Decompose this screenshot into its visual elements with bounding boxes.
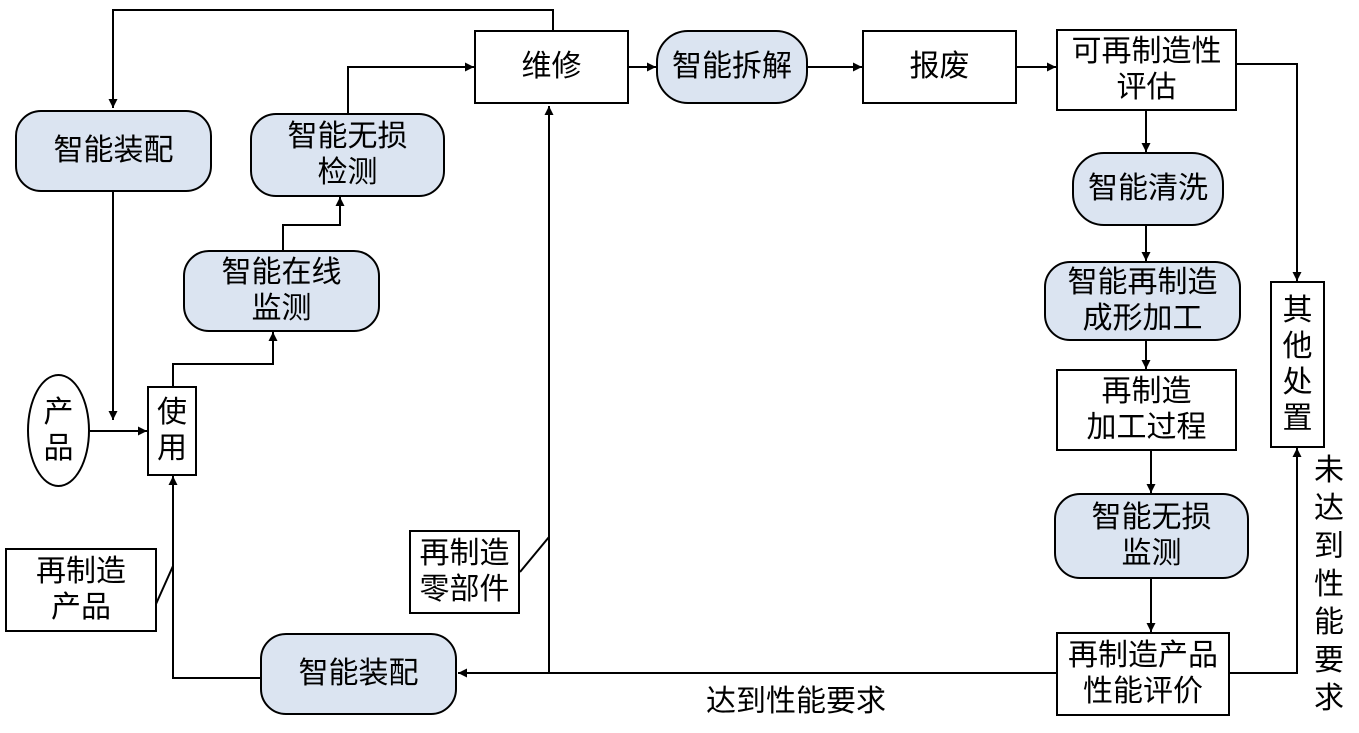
reman-eval-line1: 可再制造性 bbox=[1071, 34, 1222, 69]
meets-requirement-label: 达到性能要求 bbox=[706, 684, 886, 719]
smart-online-line1: 智能在线 bbox=[221, 255, 342, 290]
not-meet-char: 达 bbox=[1314, 491, 1344, 526]
reman-process-node: 再制造 加工过程 bbox=[1056, 369, 1237, 451]
reman-parts-box: 再制造 零部件 bbox=[409, 530, 520, 614]
scrap-label: 报废 bbox=[909, 49, 970, 84]
other-char3: 处 bbox=[1282, 364, 1313, 400]
perf-eval-line1: 再制造产品 bbox=[1068, 638, 1218, 673]
smart-disassembly-label: 智能拆解 bbox=[672, 49, 792, 84]
other-char4: 置 bbox=[1282, 400, 1313, 436]
repair-node: 维修 bbox=[474, 30, 629, 104]
smart-forming-line1: 智能再制造 bbox=[1067, 265, 1218, 300]
product-char1: 产 bbox=[43, 394, 74, 430]
not-meet-char: 求 bbox=[1314, 681, 1344, 716]
reman-process-line2: 加工过程 bbox=[1086, 410, 1207, 445]
smart-monitor-line2: 监测 bbox=[1121, 536, 1182, 571]
reman-parts-line2: 零部件 bbox=[419, 572, 510, 607]
reman-process-line1: 再制造 bbox=[1101, 374, 1192, 409]
smart-assembly-top-label: 智能装配 bbox=[53, 133, 174, 168]
smart-assembly-bottom-label: 智能装配 bbox=[298, 656, 419, 691]
edge-ndt-to-repair bbox=[347, 62, 474, 113]
performance-eval-node: 再制造产品 性能评价 bbox=[1056, 632, 1230, 716]
not-meet-char: 要 bbox=[1314, 643, 1344, 678]
smart-ndt-line2: 检测 bbox=[317, 155, 378, 190]
edge-eval-to-other bbox=[1237, 63, 1302, 281]
other-char2: 他 bbox=[1282, 328, 1313, 364]
smart-assembly-top-node: 智能装配 bbox=[15, 110, 212, 192]
smart-disassembly-node: 智能拆解 bbox=[656, 30, 808, 104]
edge-online-to-ndt bbox=[282, 197, 345, 250]
smart-cleaning-label: 智能清洗 bbox=[1088, 171, 1208, 206]
not-meet-char: 未 bbox=[1314, 453, 1344, 488]
smart-cleaning-node: 智能清洗 bbox=[1072, 152, 1224, 226]
perf-eval-line2: 性能评价 bbox=[1083, 674, 1203, 709]
smart-assembly-bottom-node: 智能装配 bbox=[260, 633, 457, 715]
edge-perfeval-to-other bbox=[1230, 448, 1302, 674]
other-disposal-node: 其 他 处 置 bbox=[1270, 281, 1325, 448]
smart-monitor-node: 智能无损 监测 bbox=[1054, 493, 1249, 579]
product-node: 产 品 bbox=[27, 374, 90, 487]
use-node: 使 用 bbox=[147, 386, 197, 476]
other-char1: 其 bbox=[1282, 292, 1313, 328]
smart-ndt-line1: 智能无损 bbox=[287, 119, 408, 154]
smart-forming-line2: 成形加工 bbox=[1082, 301, 1203, 336]
not-meet-char: 到 bbox=[1314, 529, 1344, 564]
reman-product-box: 再制造 产品 bbox=[5, 548, 157, 632]
reman-parts-line1: 再制造 bbox=[419, 536, 510, 571]
product-char2: 品 bbox=[43, 430, 74, 466]
annotation-tick-parts bbox=[519, 536, 550, 573]
use-char1: 使 bbox=[157, 395, 187, 430]
not-meet-char: 能 bbox=[1314, 605, 1344, 640]
use-char2: 用 bbox=[157, 431, 187, 466]
edge-use-to-online bbox=[172, 332, 278, 386]
smart-online-line2: 监测 bbox=[251, 291, 312, 326]
reman-eval-line2: 评估 bbox=[1116, 70, 1177, 105]
scrap-node: 报废 bbox=[862, 30, 1017, 104]
smart-forming-node: 智能再制造 成形加工 bbox=[1044, 261, 1241, 341]
edge-repair-to-assembly-top bbox=[108, 9, 554, 108]
smart-ndt-node: 智能无损 检测 bbox=[250, 113, 445, 197]
smart-monitor-line1: 智能无损 bbox=[1091, 500, 1212, 535]
not-meet-char: 性 bbox=[1314, 567, 1344, 602]
reman-product-line2: 产品 bbox=[51, 590, 111, 625]
smart-online-monitoring-node: 智能在线 监测 bbox=[183, 250, 380, 332]
not-meet-requirement-label: 未 达 到 性 能 要 求 bbox=[1309, 452, 1349, 718]
annotation-tick-product bbox=[155, 565, 174, 605]
reman-product-line1: 再制造 bbox=[36, 554, 126, 589]
edge-assembly-bottom-to-use bbox=[168, 476, 260, 679]
repair-label: 维修 bbox=[521, 49, 582, 84]
remanufacturability-eval-node: 可再制造性 评估 bbox=[1056, 29, 1237, 111]
